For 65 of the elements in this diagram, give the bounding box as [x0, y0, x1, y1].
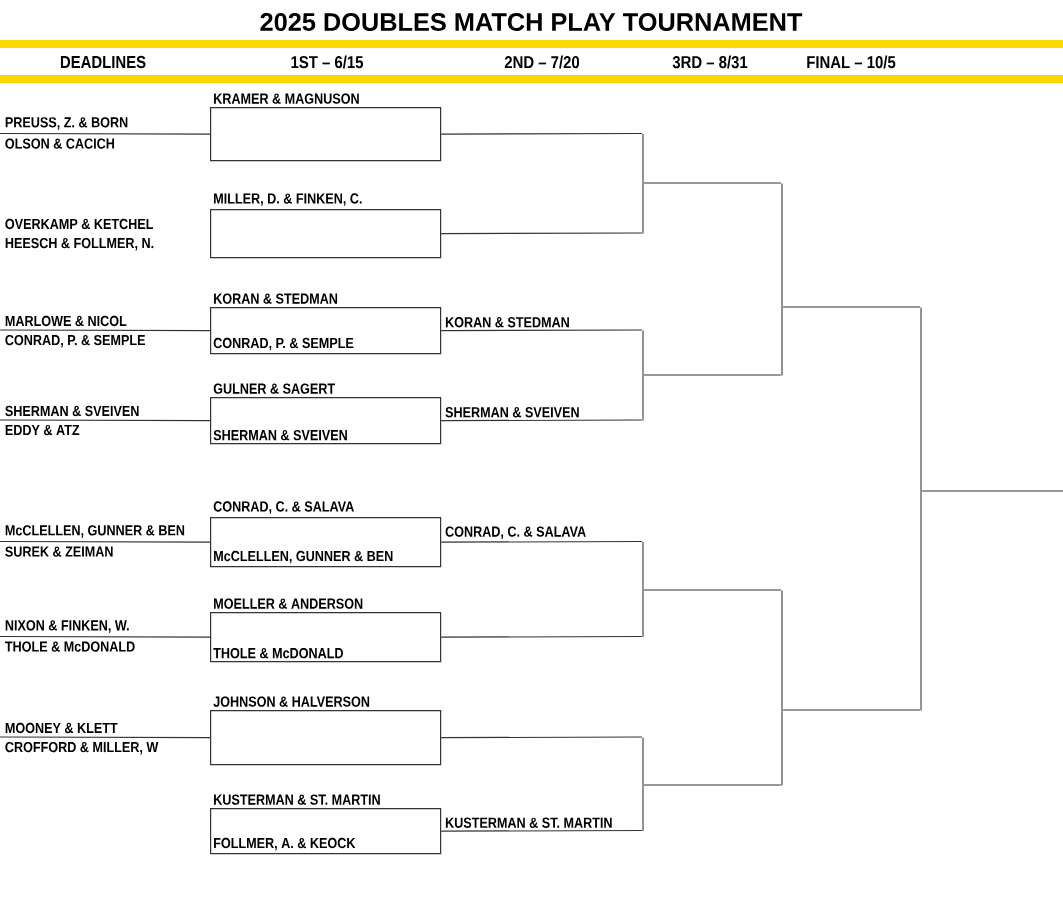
bracket-line — [0, 132, 211, 135]
bracket-line — [643, 374, 782, 376]
team-name: EDDY & ATZ — [5, 424, 80, 436]
deadline-label: 2ND – 7/20 — [504, 55, 580, 69]
team-name: HEESCH & FOLLMER, N. — [5, 237, 154, 251]
bracket-line — [440, 540, 643, 543]
bracket-line — [440, 419, 643, 422]
team-name: SHERMAN & SVEIVEN — [443, 405, 581, 419]
team-name: GULNER & SAGERT — [213, 383, 335, 394]
team-name: CONRAD, C. & SALAVA — [213, 501, 354, 514]
bracket-line — [440, 736, 643, 739]
bracket-line — [642, 542, 644, 638]
deadline-label: 1ST – 6/15 — [291, 55, 364, 69]
bracket-line — [0, 419, 211, 422]
team-name: McCLELLEN, GUNNER & BEN — [5, 525, 185, 538]
team-name: McCLELLEN, GUNNER & BEN — [214, 550, 393, 564]
title: 2025 DOUBLES MATCH PLAY TOURNAMENT — [260, 13, 803, 31]
team-name: OLSON & CACICH — [5, 138, 114, 149]
team-name: OVERKAMP & KETCHEL — [5, 218, 154, 230]
team-name: KUSTERMAN & ST. MARTIN — [214, 794, 380, 805]
bracket-line — [0, 636, 211, 638]
team-name: CONRAD, C. & SALAVA — [443, 525, 588, 541]
team-name: KUSTERMAN & ST. MARTIN — [443, 816, 614, 830]
team-name: JOHNSON & HALVERSON — [213, 696, 370, 707]
team-name: THOLE & McDONALD — [5, 641, 135, 652]
team-name: SUREK & ZEIMAN — [5, 546, 113, 557]
bracket-line — [781, 590, 783, 786]
bracket-line — [440, 329, 643, 332]
bracket-line — [782, 709, 921, 711]
bracket-line — [440, 636, 643, 638]
team-name: KORAN & STEDMAN — [443, 315, 572, 329]
team-name: PREUSS, Z. & BORN — [5, 117, 128, 130]
bracket-line — [781, 183, 783, 376]
bracket-line — [921, 490, 1063, 492]
team-name: CONRAD, P. & SEMPLE — [5, 334, 145, 348]
bracket-line — [0, 329, 211, 332]
team-name: CROFFORD & MILLER, W — [5, 741, 159, 755]
bracket-line — [643, 182, 782, 184]
team-name: MOONEY & KLETT — [5, 722, 118, 734]
team-name: FOLLMER, A. & KEOCK — [214, 837, 356, 851]
bracket-line — [0, 736, 211, 739]
bracket-line — [643, 784, 782, 786]
bracket-line — [440, 232, 643, 235]
bracket-line — [643, 589, 782, 591]
team-name: SHERMAN & SVEIVEN — [5, 405, 139, 417]
team-name: MOELLER & ANDERSON — [214, 598, 363, 609]
bracket-line — [440, 830, 643, 832]
bracket-line — [642, 330, 644, 421]
bracket-line — [642, 737, 644, 832]
bracket-line — [0, 540, 211, 543]
team-name: KRAMER & MAGNUSON — [214, 93, 359, 104]
bracket-line — [440, 132, 643, 135]
team-name: MARLOWE & NICOL — [5, 315, 127, 327]
deadline-label: 3RD – 8/31 — [672, 55, 748, 69]
deadline-label: DEADLINES — [60, 55, 146, 69]
team-name: SHERMAN & SVEIVEN — [213, 429, 347, 441]
bracket-line — [920, 307, 922, 711]
team-name: THOLE & McDONALD — [213, 648, 343, 659]
team-name: NIXON & FINKEN, W. — [5, 620, 129, 633]
team-name: MILLER, D. & FINKEN, C. — [214, 193, 362, 206]
bracket-line — [782, 306, 921, 308]
team-name: KORAN & STEDMAN — [214, 293, 338, 304]
deadline-label: FINAL – 10/5 — [807, 55, 896, 69]
bracket-line — [642, 134, 644, 234]
team-name: CONRAD, P. & SEMPLE — [213, 337, 354, 351]
